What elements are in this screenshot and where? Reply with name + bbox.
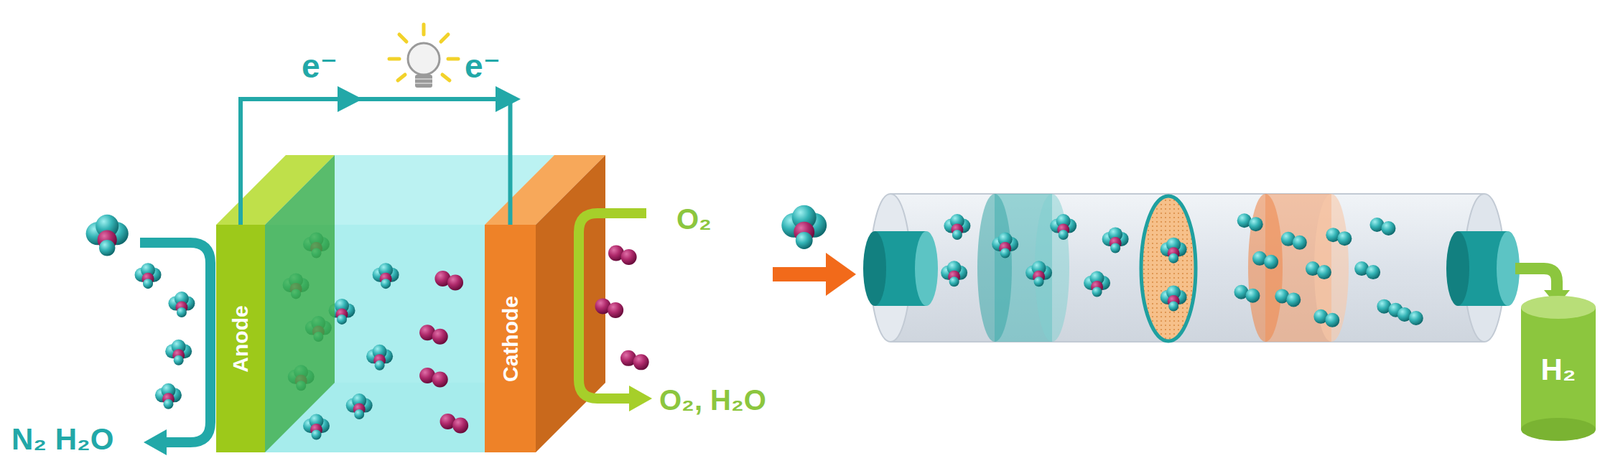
hydrogen-molecule (1274, 288, 1301, 307)
hydrogen-molecule (1233, 285, 1260, 304)
ammonia-molecule (991, 232, 1019, 259)
ammonia-molecule (155, 383, 182, 410)
electron-label: e⁻ (464, 49, 501, 83)
ammonia-molecule (1083, 271, 1111, 298)
electron-label: e⁻ (301, 49, 338, 83)
hydrogen-molecule (1313, 309, 1340, 328)
oxygen-molecule (419, 324, 449, 345)
anode-electrode: Anode (216, 224, 265, 453)
hydrogen-molecule (1325, 227, 1352, 246)
hydrogen-molecule (1354, 261, 1381, 280)
ammonia-molecule (165, 339, 192, 366)
hydrogen-molecule (1369, 217, 1396, 236)
ammonia-molecule (135, 262, 162, 289)
ammonia-molecule (781, 205, 827, 250)
ammonia-molecule (346, 393, 373, 420)
gas-label: O₂ (676, 204, 712, 234)
oxygen-molecule (434, 270, 464, 291)
external-wire (240, 99, 511, 225)
ammonia-molecule (366, 344, 393, 371)
ammonia-molecule (940, 260, 968, 287)
oxygen-molecule (595, 298, 625, 319)
ammonia-molecule (943, 214, 971, 240)
hydrogen-tank: H₂ (1521, 315, 1596, 424)
ammonia-molecule (86, 214, 129, 257)
hydrogen-molecule (1281, 231, 1308, 250)
hydrogen-molecule (1305, 261, 1332, 280)
node-label: H₂ (1541, 354, 1577, 385)
oxygen-molecule (608, 245, 637, 266)
gas-label: O₂, H₂O (659, 385, 767, 415)
node-label: Anode (229, 305, 252, 372)
ammonia-molecule (372, 262, 400, 289)
node-label: Cathode (499, 295, 522, 383)
oxygen-molecule (440, 413, 469, 434)
cathode-electrode: Cathode (484, 224, 536, 453)
ammonia-molecule (1025, 260, 1053, 287)
oxygen-molecule (620, 350, 650, 371)
ammonia-molecule (1102, 226, 1129, 253)
hydrogen-molecule (1252, 251, 1279, 270)
oxygen-molecule (419, 367, 449, 388)
ammonia-molecule (1160, 285, 1188, 311)
hydrogen-molecule (1397, 307, 1424, 326)
ammonia-molecule (1049, 214, 1077, 240)
ammonia-molecule (1160, 237, 1188, 264)
exhaust-label: N₂ H₂O (11, 424, 114, 455)
ammonia-molecule (303, 413, 330, 440)
ammonia-molecule (168, 291, 195, 318)
hydrogen-molecule (1237, 213, 1264, 232)
